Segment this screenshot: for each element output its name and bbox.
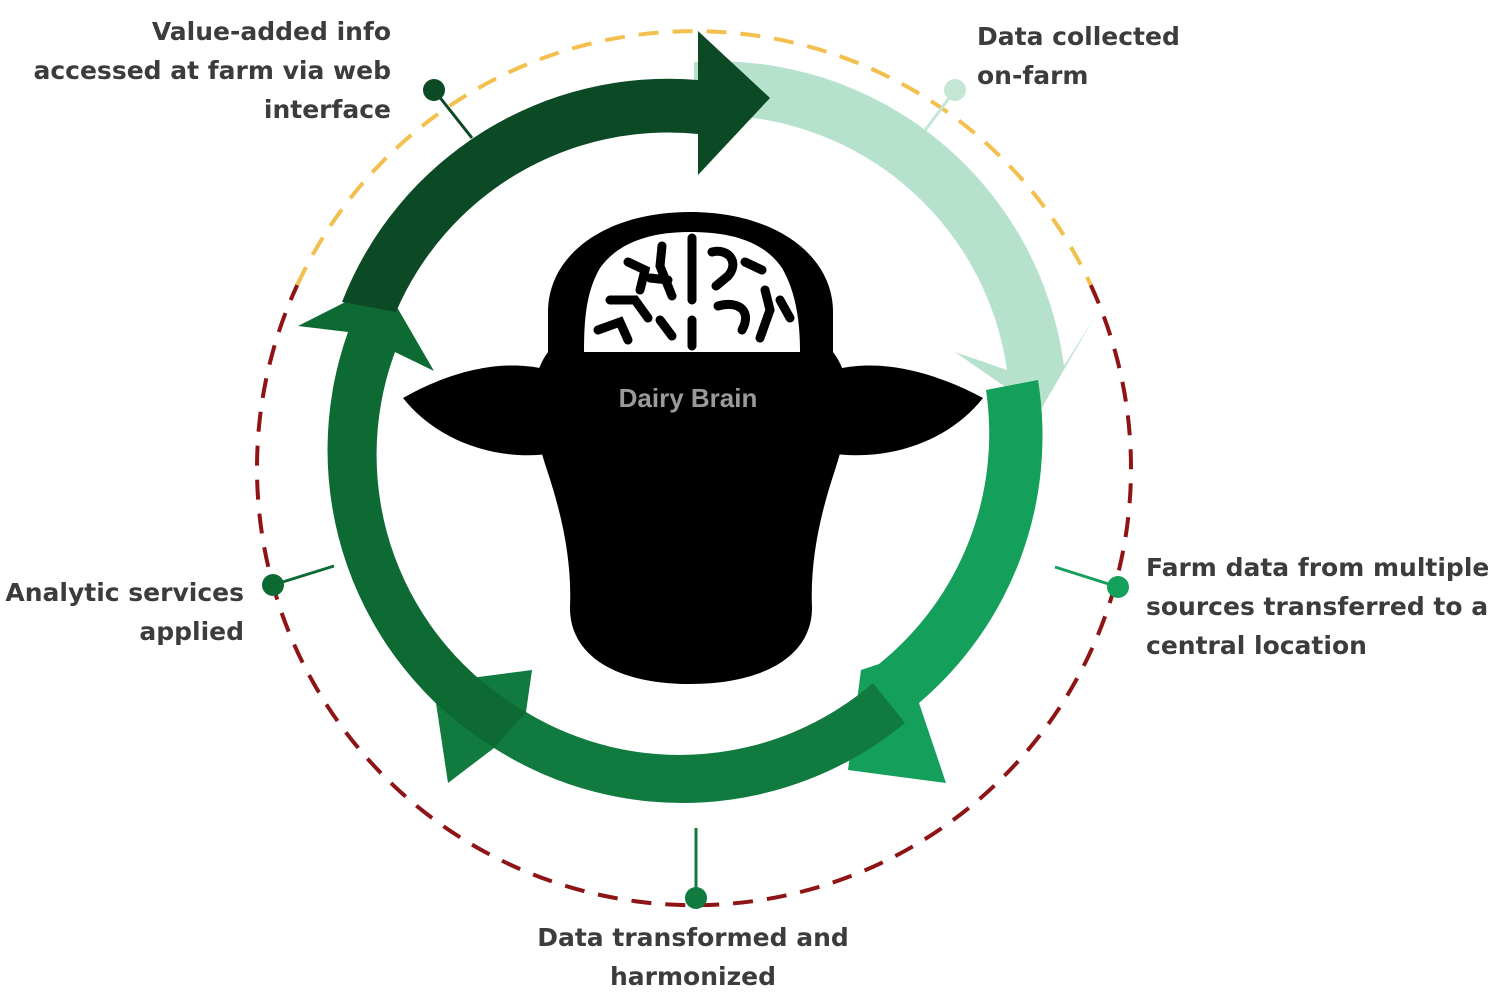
arrow-value-added bbox=[342, 31, 770, 312]
cow-ear-left bbox=[403, 365, 578, 456]
step-label-data-collected: Data collected on-farm bbox=[977, 17, 1180, 95]
connector-dot-data-collected bbox=[944, 79, 966, 101]
connector-farm-data bbox=[1054, 565, 1119, 589]
step-label-line: harmonized bbox=[610, 962, 776, 991]
cow-head-icon: Dairy Brain bbox=[403, 212, 983, 684]
step-label-analytic: Analytic services applied bbox=[5, 573, 244, 651]
cow-face bbox=[533, 352, 849, 684]
step-label-line: interface bbox=[263, 95, 391, 124]
connectors bbox=[262, 79, 1129, 909]
step-label-transformed: Data transformed and harmonized bbox=[443, 918, 943, 996]
arrow-transformed bbox=[433, 670, 905, 803]
brain-icon bbox=[584, 232, 800, 352]
connector-dot-transformed bbox=[685, 887, 707, 909]
cow-ear-right bbox=[804, 365, 983, 456]
outer-dashed-ring bbox=[255, 29, 1133, 908]
arrow-farm-data bbox=[848, 380, 1043, 783]
brain-folds bbox=[593, 233, 795, 351]
step-label-line: applied bbox=[139, 617, 244, 646]
dashed-ring-gold-arc bbox=[295, 29, 1093, 286]
cycle-arrows bbox=[298, 31, 1094, 803]
step-label-line: Analytic services bbox=[5, 578, 244, 607]
step-label-line: accessed at farm via web bbox=[33, 56, 391, 85]
step-label-farm-data: Farm data from multiple sources transfer… bbox=[1146, 548, 1488, 665]
connector-dot-farm-data bbox=[1107, 576, 1129, 598]
step-label-line: central location bbox=[1146, 631, 1367, 660]
step-label-line: Data transformed and bbox=[537, 923, 849, 952]
connector-dot-value-added bbox=[423, 79, 445, 101]
connector-dot-analytic bbox=[262, 574, 284, 596]
step-label-line: Data collected bbox=[977, 22, 1180, 51]
dashed-ring-red-arc bbox=[255, 284, 1133, 908]
step-label-value-added: Value-added info accessed at farm via we… bbox=[33, 12, 391, 129]
arrow-analytic bbox=[298, 283, 526, 748]
step-label-line: Farm data from multiple bbox=[1146, 553, 1488, 582]
step-label-line: on-farm bbox=[977, 61, 1089, 90]
center-title: Dairy Brain bbox=[619, 383, 758, 413]
step-label-line: sources transferred to a bbox=[1146, 592, 1488, 621]
step-label-line: Value-added info bbox=[151, 17, 391, 46]
